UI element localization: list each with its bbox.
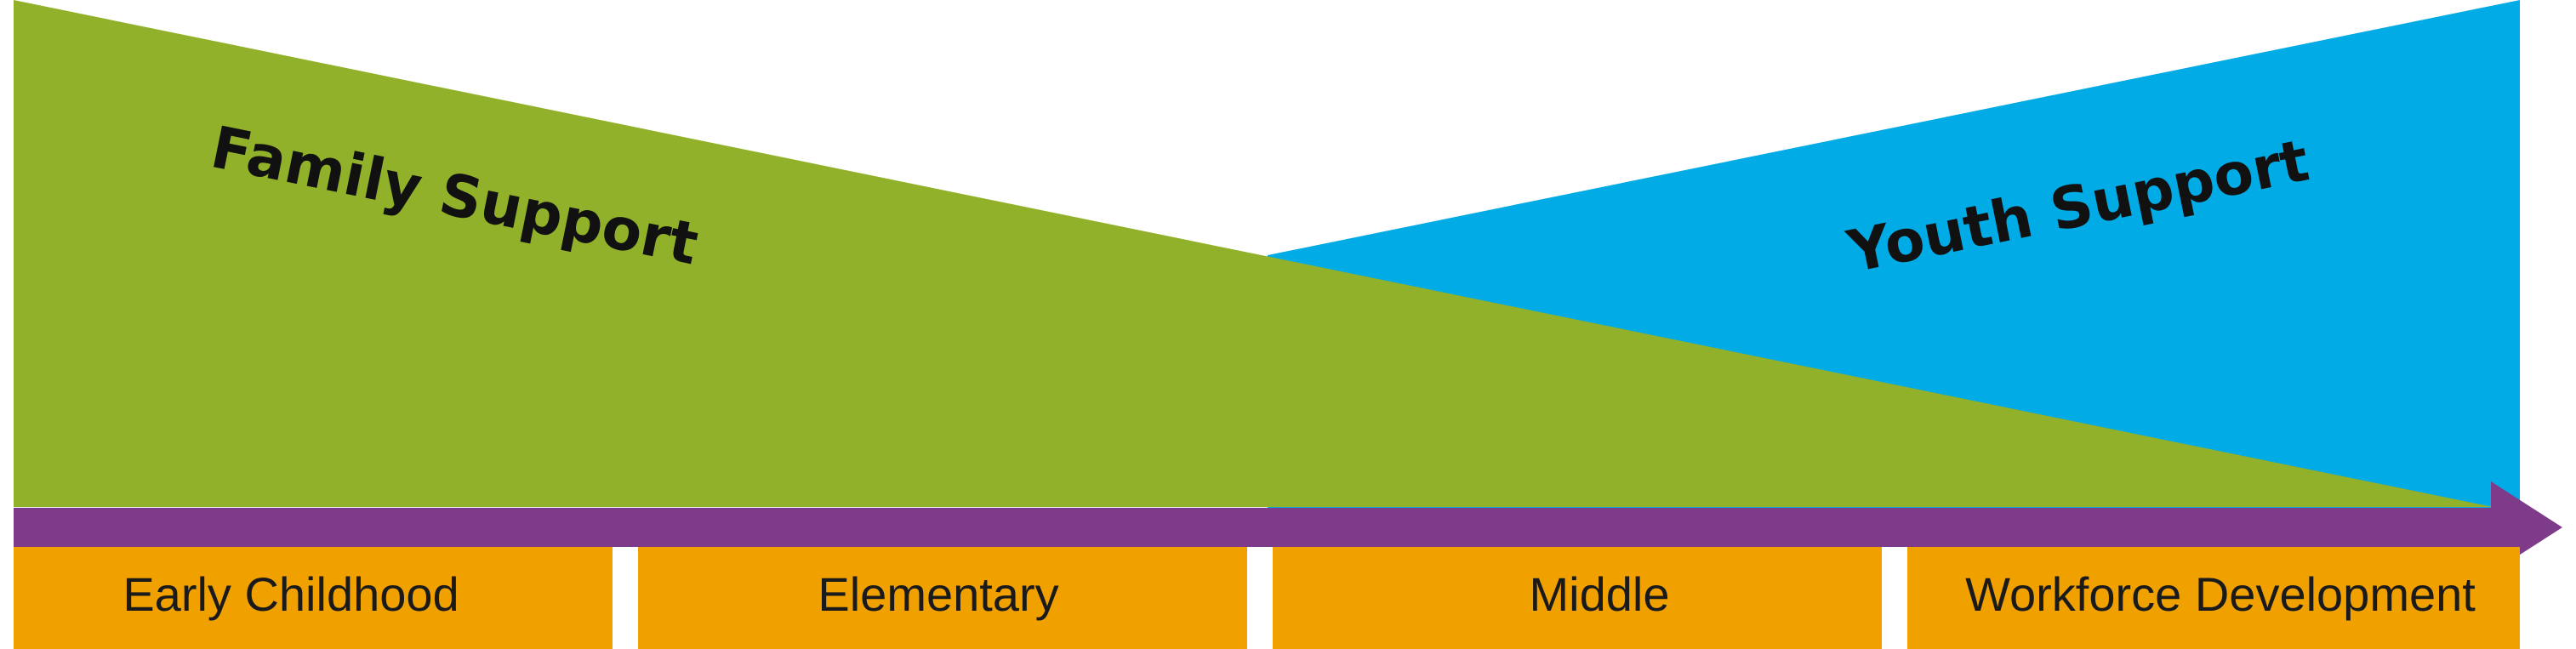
stage-box: [14, 547, 613, 649]
family-support-wedge: [14, 0, 2493, 507]
stage-elementary: Elementary: [638, 547, 1247, 649]
stage-middle: Middle: [1273, 547, 1882, 649]
stage-label: Middle: [1530, 567, 1670, 621]
stage-box: [1273, 547, 1882, 649]
stage-label: Elementary: [818, 567, 1058, 621]
stage-label: Workforce Development: [1965, 567, 2476, 621]
stage-early-childhood: Early Childhood: [14, 547, 613, 649]
stage-box: [1907, 547, 2520, 649]
stage-box: [638, 547, 1247, 649]
stage-workforce-development: Workforce Development: [1907, 547, 2520, 649]
timeline-arrow-shaft: [14, 508, 2506, 547]
stage-label: Early Childhood: [123, 567, 459, 621]
